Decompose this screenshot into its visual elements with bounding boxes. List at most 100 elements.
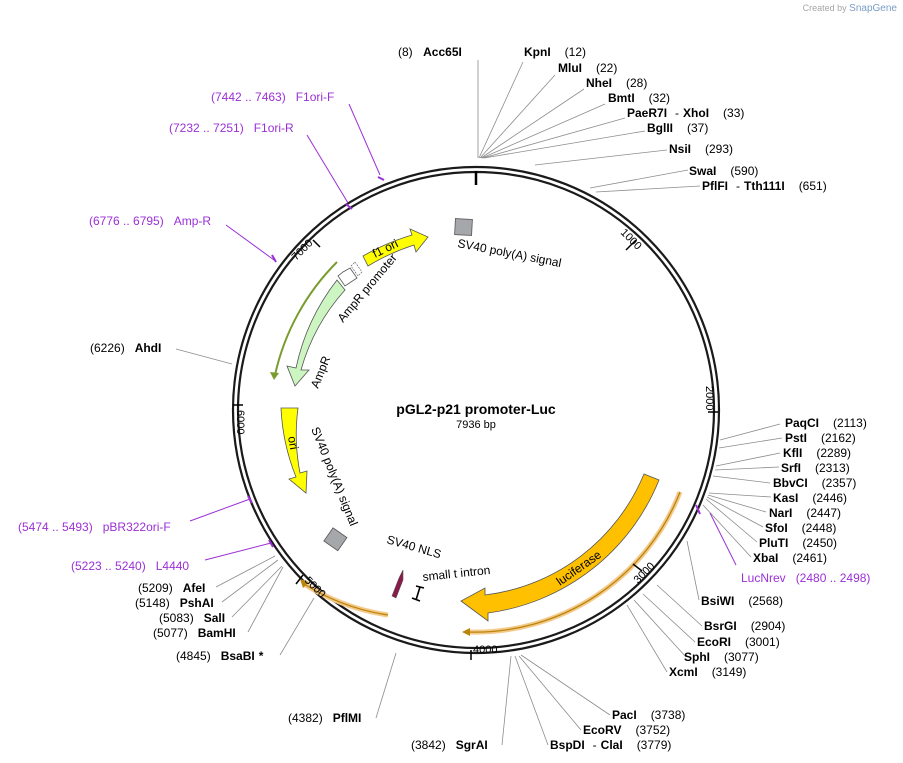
feature-sv40-nls[interactable]: SV40 NLS	[385, 532, 443, 599]
svg-text:KpnI(12): KpnI(12)	[524, 45, 586, 59]
enzyme-bbvci[interactable]: BbvCI(2357)	[773, 476, 856, 490]
svg-text:SphI(3077): SphI(3077)	[684, 650, 759, 664]
svg-text:(4845)BsaBI*: (4845)BsaBI*	[176, 649, 264, 663]
svg-text:(4382)PflMI: (4382)PflMI	[288, 711, 361, 725]
enzyme-psti[interactable]: PstI(2162)	[785, 431, 856, 445]
ampr-label: AmpR	[308, 354, 334, 390]
primer-pbr322ori-f[interactable]: (5474 .. 5493)pBR322ori-F	[18, 520, 171, 534]
svg-text:(5077)BamHI: (5077)BamHI	[153, 626, 236, 640]
svg-text:PflFI-Tth111I(651): PflFI-Tth111I(651)	[702, 179, 827, 193]
svg-text:KflI(2289): KflI(2289)	[783, 446, 851, 460]
enzyme-sali[interactable]: (5083)SalI	[159, 611, 225, 625]
svg-text:BspDI-ClaI(3779): BspDI-ClaI(3779)	[550, 738, 671, 752]
enzyme-pflfi-tth111i[interactable]: PflFI-Tth111I(651)	[702, 179, 827, 193]
svg-text:BsiWI(2568): BsiWI(2568)	[701, 594, 783, 608]
primer-l4440[interactable]: (5223 .. 5240)L4440	[71, 559, 189, 573]
enzyme-nari[interactable]: NarI(2447)	[769, 506, 841, 520]
enzyme-pflmi[interactable]: (4382)PflMI	[288, 711, 361, 725]
enzyme-paci[interactable]: PacI(3738)	[612, 708, 685, 722]
enzyme-paqci[interactable]: PaqCI(2113)	[785, 416, 867, 430]
svg-text:(3842)SgrAI: (3842)SgrAI	[411, 738, 488, 752]
enzyme-sgrai[interactable]: (3842)SgrAI	[411, 738, 488, 752]
enzyme-kasi[interactable]: KasI(2446)	[773, 491, 847, 505]
primer-lucnrev[interactable]: LucNrev(2480 .. 2498)	[741, 571, 870, 585]
feature-sv40-polya-left[interactable]: SV40 poly(A) signal	[308, 425, 361, 552]
enzyme-sphi[interactable]: SphI(3077)	[684, 650, 759, 664]
svg-text:BsrGI(2904): BsrGI(2904)	[704, 619, 785, 633]
tick-2000: 2000	[703, 386, 715, 410]
enzyme-mlui[interactable]: MluI(22)	[558, 61, 617, 75]
enzyme-afei[interactable]: (5209)AfeI	[138, 581, 205, 595]
svg-text:(6226)AhdI: (6226)AhdI	[90, 341, 161, 355]
primer-f1ori-r[interactable]: (7232 .. 7251)F1ori-R	[169, 121, 294, 135]
svg-text:(7442 .. 7463)F1ori-F: (7442 .. 7463)F1ori-F	[211, 90, 334, 104]
svg-text:(7232 .. 7251)F1ori-R: (7232 .. 7251)F1ori-R	[169, 121, 294, 135]
enzyme-kfli[interactable]: KflI(2289)	[783, 446, 851, 460]
feature-ampr[interactable]: AmpR	[286, 279, 346, 390]
sv40-polya-left-label: SV40 poly(A) signal	[308, 425, 360, 528]
svg-text:EcoRV(3752): EcoRV(3752)	[583, 723, 670, 737]
enzyme-nsii[interactable]: NsiI(293)	[669, 142, 733, 156]
svg-text:(5148)PshAI: (5148)PshAI	[135, 596, 214, 610]
smallt-orf-line	[300, 579, 389, 618]
enzyme-swai[interactable]: SwaI(590)	[689, 164, 758, 178]
svg-text:PaeR7I-XhoI(33): PaeR7I-XhoI(33)	[627, 106, 744, 120]
enzyme-ecori[interactable]: EcoRI(3001)	[697, 635, 780, 649]
svg-text:LucNrev(2480 .. 2498): LucNrev(2480 .. 2498)	[741, 571, 870, 585]
enzyme-bspdi-clai[interactable]: BspDI-ClaI(3779)	[550, 738, 671, 752]
enzyme-pshai[interactable]: (5148)PshAI	[135, 596, 214, 610]
svg-text:XbaI(2461): XbaI(2461)	[753, 551, 827, 565]
svg-text:(5223 .. 5240)L4440: (5223 .. 5240)L4440	[71, 559, 189, 573]
enzyme-lines	[175, 60, 783, 746]
svg-text:SfoI(2448): SfoI(2448)	[765, 521, 836, 535]
primer-f1ori-f[interactable]: (7442 .. 7463)F1ori-F	[211, 90, 334, 104]
svg-text:KasI(2446): KasI(2446)	[773, 491, 847, 505]
enzyme-pluti[interactable]: PluTI(2450)	[759, 536, 837, 550]
svg-text:NarI(2447): NarI(2447)	[769, 506, 841, 520]
svg-text:PstI(2162): PstI(2162)	[785, 431, 856, 445]
feature-sv40-polya-top[interactable]: SV40 poly(A) signal	[454, 218, 563, 270]
feature-ori[interactable]: ori	[280, 407, 308, 494]
enzyme-bmti[interactable]: BmtI(32)	[608, 91, 670, 105]
svg-text:NheI(28): NheI(28)	[586, 76, 647, 90]
enzyme-bglii[interactable]: BglII(37)	[647, 121, 708, 135]
enzyme-bsiwi[interactable]: BsiWI(2568)	[701, 594, 783, 608]
enzyme-bsrgi[interactable]: BsrGI(2904)	[704, 619, 785, 633]
svg-text:(8) Acc65I: (8) Acc65I	[398, 43, 462, 60]
enzyme-bsabi[interactable]: (4845)BsaBI*	[176, 649, 264, 663]
backbone	[231, 165, 721, 655]
svg-text:BglII(37): BglII(37)	[647, 121, 708, 135]
scale-ticks	[233, 239, 718, 660]
svg-text:MluI(22): MluI(22)	[558, 61, 617, 75]
svg-text:(5209)AfeI: (5209)AfeI	[138, 581, 205, 595]
enzyme-xcmi[interactable]: XcmI(3149)	[669, 665, 746, 679]
svg-text:BbvCI(2357): BbvCI(2357)	[773, 476, 856, 490]
svg-text:(5083)SalI: (5083)SalI	[159, 611, 225, 625]
svg-text:PacI(3738): PacI(3738)	[612, 708, 685, 722]
enzyme-xbai[interactable]: XbaI(2461)	[753, 551, 827, 565]
svg-text:XcmI(3149): XcmI(3149)	[669, 665, 746, 679]
plasmid-length: 7936 bp	[456, 419, 496, 431]
primer-lines	[189, 103, 737, 566]
enzyme-kpni[interactable]: KpnI(12)	[524, 45, 586, 59]
enzyme-sfoi[interactable]: SfoI(2448)	[765, 521, 836, 535]
enzyme-bamhi[interactable]: (5077)BamHI	[153, 626, 236, 640]
primer-amp-r[interactable]: (6776 .. 6795)Amp-R	[89, 214, 211, 228]
enzyme-ecorv[interactable]: EcoRV(3752)	[583, 723, 670, 737]
small-t-intron-label: small t intron	[422, 563, 491, 584]
enzyme-srfi[interactable]: SrfI(2313)	[781, 461, 850, 475]
svg-text:PluTI(2450): PluTI(2450)	[759, 536, 837, 550]
svg-text:BmtI(32): BmtI(32)	[608, 91, 670, 105]
ampr-orf-line	[270, 261, 338, 380]
enzyme-acc65i[interactable]: (8) Acc65I	[398, 43, 462, 60]
snapgene-credit: Created by SnapGene	[802, 3, 897, 14]
sv40-nls-label: SV40 NLS	[385, 532, 443, 561]
svg-text:NsiI(293): NsiI(293)	[669, 142, 733, 156]
plasmid-name: pGL2-p21 promoter-Luc	[396, 401, 556, 417]
tick-4000: 4000	[473, 644, 497, 656]
tick-6000: 6000	[234, 410, 246, 434]
enzyme-ahdi[interactable]: (6226)AhdI	[90, 341, 161, 355]
enzyme-paer7i-xhoi[interactable]: PaeR7I-XhoI(33)	[627, 106, 744, 120]
enzyme-nhei[interactable]: NheI(28)	[586, 76, 647, 90]
